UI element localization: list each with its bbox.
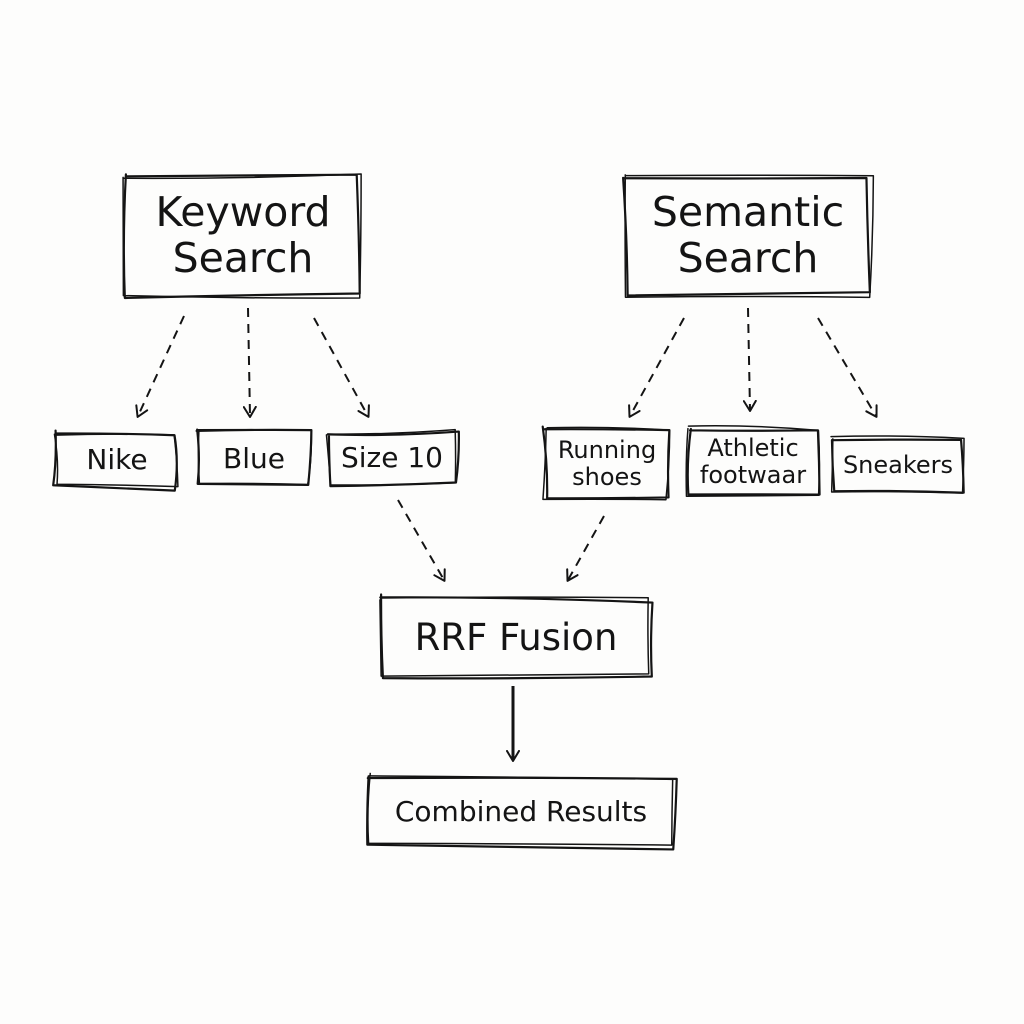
semantic-term-label: Athletic footwaar: [699, 434, 807, 489]
keyword-term-nike: Nike: [52, 429, 179, 492]
combined-results-label: Combined Results: [394, 795, 648, 829]
semantic-term-label: Running shoes: [557, 436, 657, 491]
sketch-stroke: [379, 593, 654, 680]
arrow-semantic-to-running: [628, 317, 685, 418]
sketch-stroke: [367, 772, 674, 846]
arrow-semantic-to-athletic: [742, 307, 757, 412]
keyword-term-blue: Blue: [195, 428, 313, 487]
arrow-size-to-fusion: [397, 499, 446, 582]
sketch-frame: [685, 425, 821, 498]
arrow-keyword-to-nike: [135, 315, 185, 418]
sketch-stroke: [830, 435, 965, 494]
arrow-keyword-to-size: [313, 317, 370, 418]
sketch-stroke: [542, 426, 671, 501]
rrf-fusion-box: RRF Fusion: [379, 593, 654, 680]
sketch-frame: [195, 428, 313, 487]
semantic-term-sneakers: Sneakers: [830, 435, 965, 494]
sketch-stroke: [624, 174, 875, 299]
sketch-frame: [122, 173, 362, 300]
semantic-search-box: Semantic Search: [622, 174, 875, 299]
semantic-term-athletic-footwear: Athletic footwaar: [685, 425, 821, 498]
arrow-keyword-to-blue: [242, 307, 257, 418]
semantic-term-label: Sneakers: [842, 450, 954, 479]
sketch-frame: [622, 174, 875, 299]
sketch-stroke: [685, 425, 821, 498]
keyword-term-label: Blue: [223, 442, 285, 476]
semantic-term-running-shoes: Running shoes: [541, 425, 671, 501]
sketch-stroke: [325, 428, 457, 486]
arrow-running-to-fusion: [566, 515, 605, 582]
sketch-stroke: [541, 425, 671, 500]
sketch-frame: [52, 429, 179, 492]
combined-results-box: Combined Results: [366, 772, 678, 851]
keyword-term-size-10: Size 10: [325, 428, 460, 488]
sketch-frame: [830, 435, 965, 494]
sketch-frame: [325, 428, 460, 488]
sketch-frame: [541, 425, 671, 501]
keyword-term-label: Size 10: [340, 441, 443, 475]
keyword-search-title: Keyword Search: [155, 188, 331, 282]
rrf-fusion-label: RRF Fusion: [414, 616, 618, 660]
sketch-stroke: [379, 596, 650, 677]
sketch-frame: [379, 593, 654, 680]
arrow-semantic-to-sneakers: [817, 317, 878, 418]
keyword-term-label: Nike: [86, 443, 148, 477]
semantic-search-title: Semantic Search: [651, 188, 845, 282]
sketch-stroke: [686, 427, 821, 496]
keyword-search-box: Keyword Search: [122, 173, 362, 300]
sketch-stroke: [122, 173, 362, 299]
sketch-stroke: [53, 433, 179, 488]
sketch-stroke: [830, 438, 965, 494]
sketch-frame: [366, 772, 678, 851]
sketch-stroke: [196, 428, 313, 486]
